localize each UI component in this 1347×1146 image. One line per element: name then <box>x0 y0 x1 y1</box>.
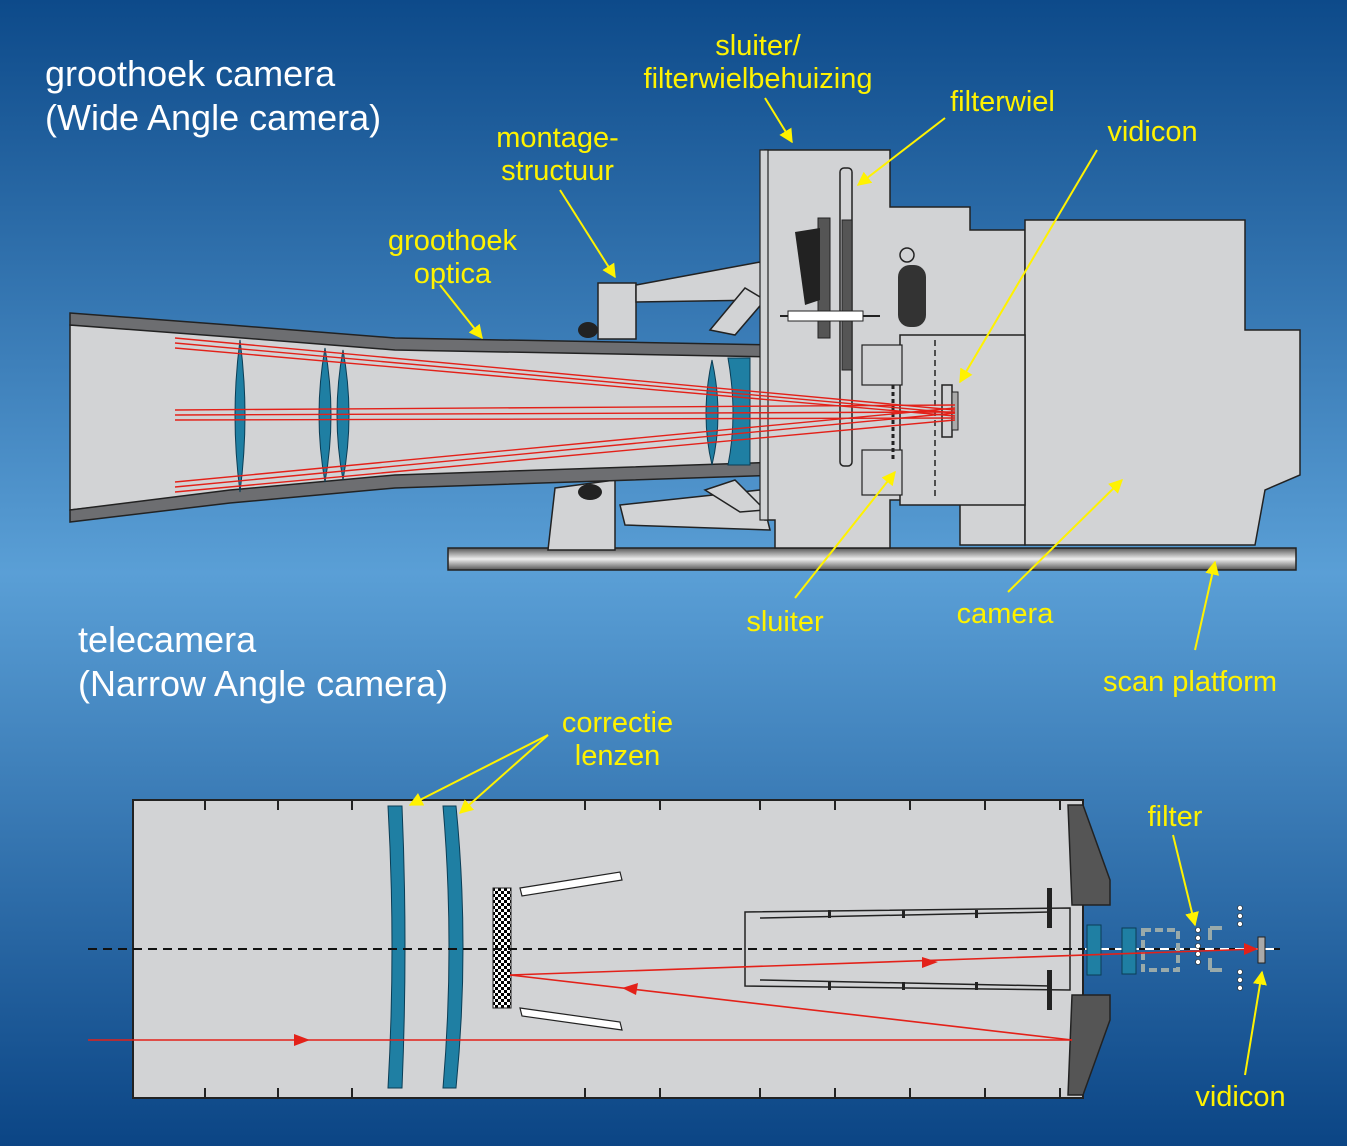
label-filter-wheel: filterwiel <box>950 86 1055 118</box>
primary-mirror-top <box>1067 804 1111 906</box>
label-shutter-housing: sluiter/ filterwielbehuizing <box>628 30 888 96</box>
camera-body <box>1024 219 1301 546</box>
leader-lines <box>408 97 1267 1076</box>
wide-angle-title-line1: groothoek camera <box>45 53 336 94</box>
narrow-angle-title-line2: (Narrow Angle camera) <box>78 663 449 704</box>
mount-block <box>597 282 637 340</box>
label-wide-optics-line2: optica <box>413 258 492 290</box>
wide-angle-title-line2: (Wide Angle camera) <box>45 97 382 138</box>
scan-platform-bar <box>447 547 1297 571</box>
label-mount-line1: montage- <box>496 122 619 154</box>
wide-angle-title: groothoek camera (Wide Angle camera) <box>45 52 381 140</box>
label-camera: camera <box>956 598 1054 630</box>
tube-ticks <box>204 800 1061 1098</box>
correction-lens-2 <box>442 805 464 1089</box>
primary-mirror-bottom <box>1067 994 1111 1096</box>
correction-lens-1 <box>387 805 406 1089</box>
narrow-rays <box>88 948 1259 1041</box>
label-vidicon-bottom: vidicon <box>1195 1081 1286 1113</box>
label-filter: filter <box>1147 801 1203 833</box>
label-correction-lenses-line1: correctie <box>561 707 674 739</box>
narrow-vidicon <box>1257 936 1266 964</box>
narrow-angle-camera <box>88 799 1280 1099</box>
wide-angle-camera <box>69 149 1301 571</box>
label-vidicon-top: vidicon <box>1107 116 1198 148</box>
narrow-angle-title-line1: telecamera <box>78 619 257 660</box>
label-mount: montage- structuur <box>480 122 635 188</box>
label-shutter-housing-line2: filterwielbehuizing <box>643 63 873 95</box>
label-shutter-housing-line1: sluiter/ <box>715 30 801 62</box>
label-scan-platform: scan platform <box>1102 666 1278 698</box>
label-correction-lenses: correctie lenzen <box>545 707 690 773</box>
label-shutter: sluiter <box>746 606 824 638</box>
wide-lens-1 <box>234 339 246 493</box>
label-wide-optics-line1: groothoek <box>388 225 517 257</box>
narrow-angle-title: telecamera (Narrow Angle camera) <box>78 618 448 706</box>
label-mount-line2: structuur <box>501 155 614 187</box>
wide-rays <box>174 337 956 493</box>
label-wide-optics: groothoek optica <box>375 225 530 291</box>
label-correction-lenses-line2: lenzen <box>574 740 661 772</box>
